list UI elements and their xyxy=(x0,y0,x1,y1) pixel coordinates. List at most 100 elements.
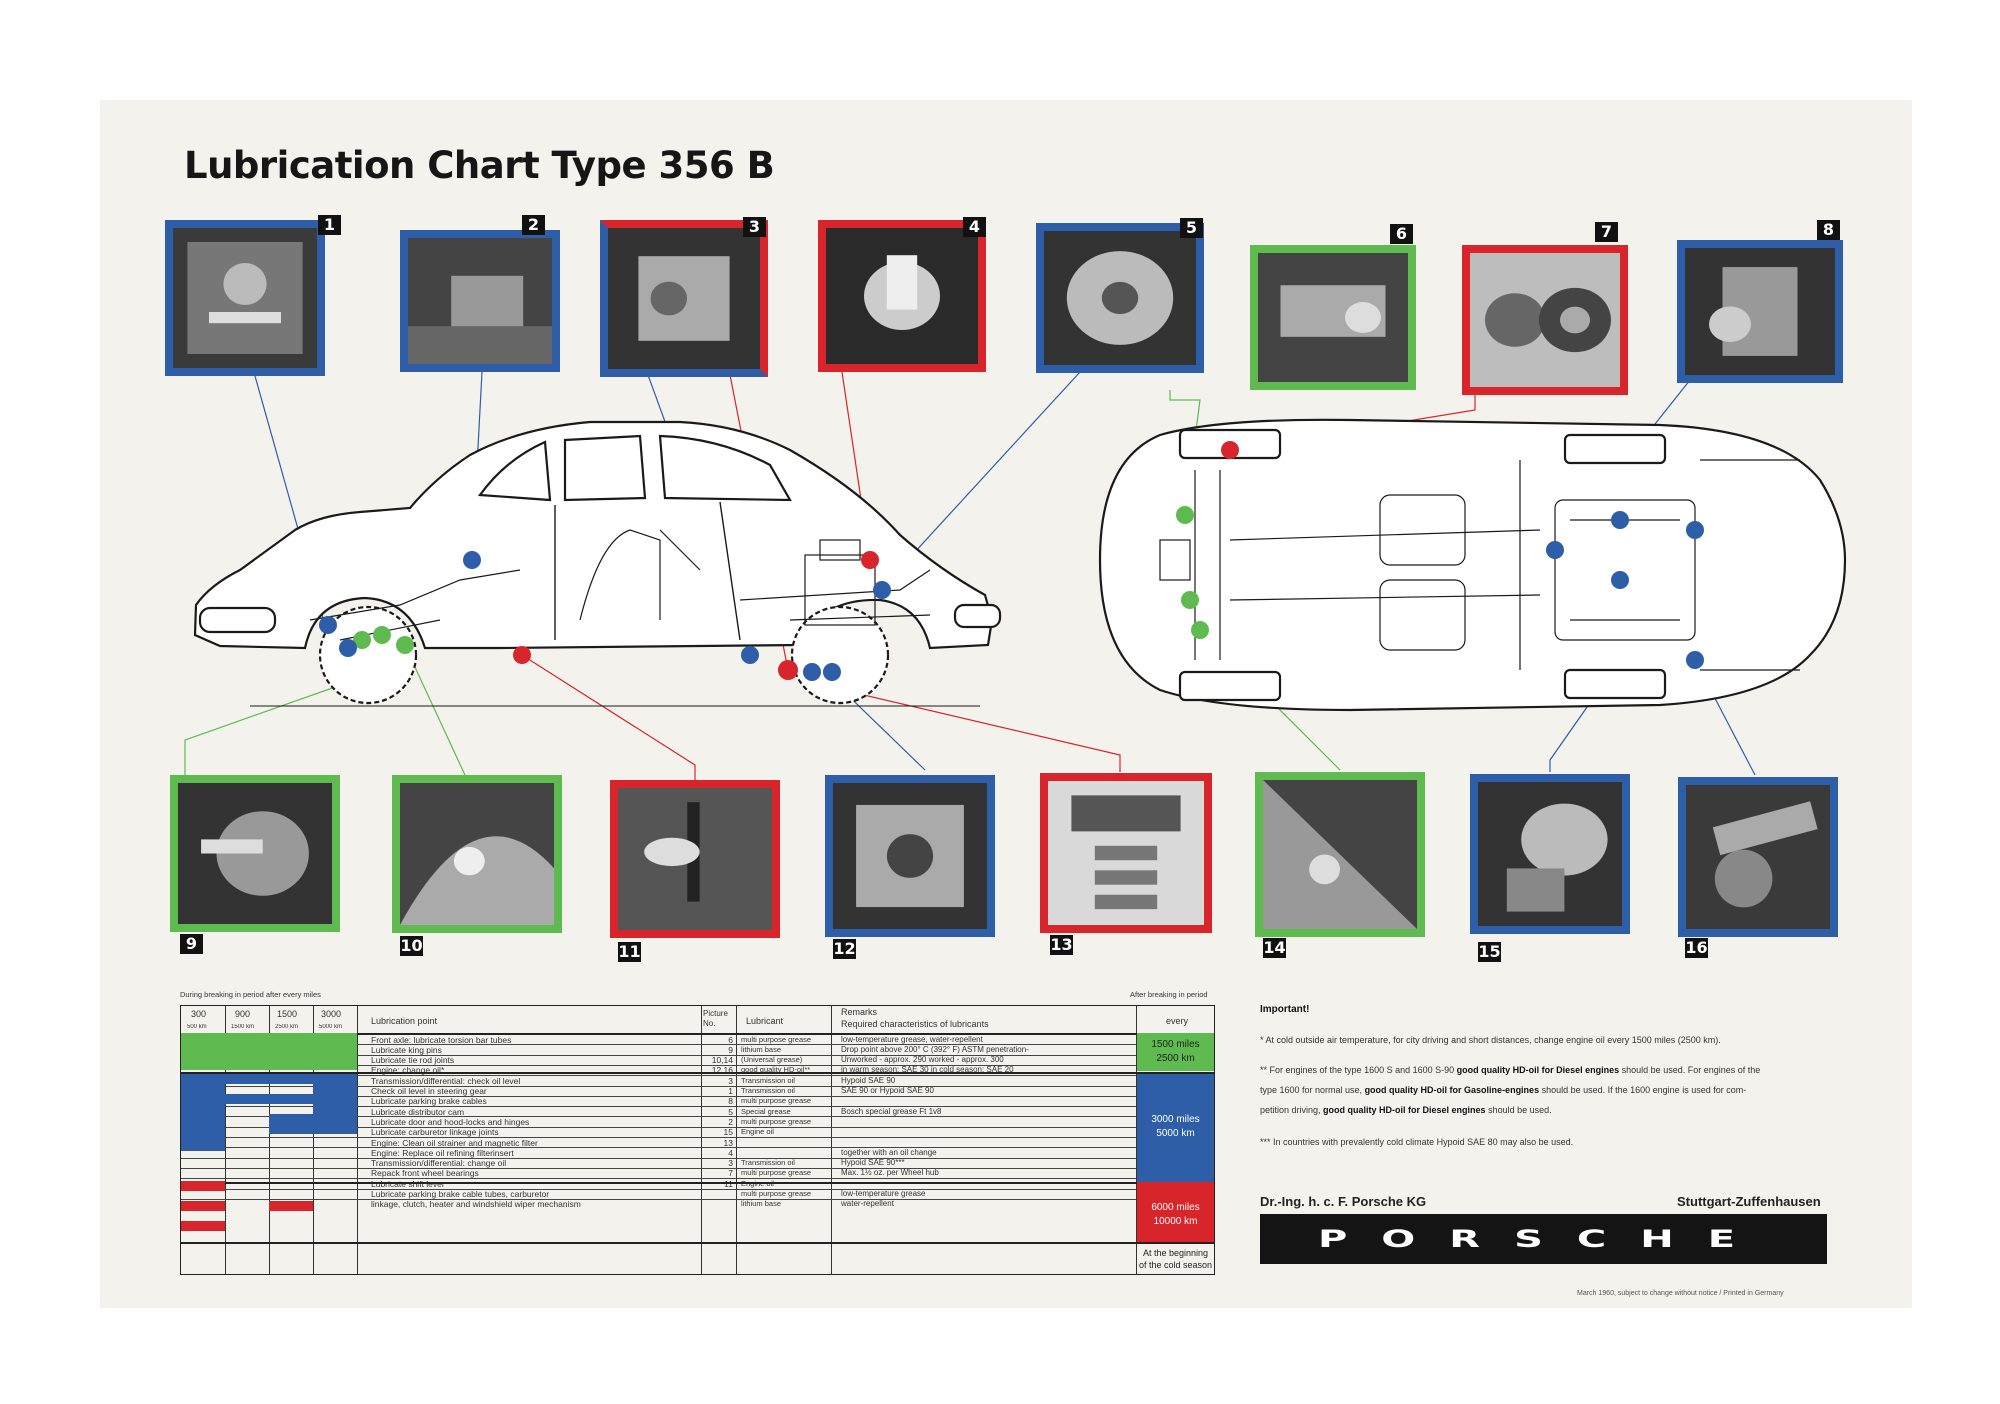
table-cell: Repack front wheel bearings xyxy=(371,1168,479,1179)
table-cell: 3 xyxy=(728,1075,733,1086)
table-cell: Transmission oil xyxy=(741,1086,795,1095)
interval-green-miles: 1500 miles xyxy=(1151,1039,1200,1050)
car-top-rear-left-wheel xyxy=(1563,433,1667,465)
photo-number: 16 xyxy=(1685,938,1708,958)
car-top-outline xyxy=(1098,418,1847,712)
red-block xyxy=(181,1181,225,1191)
table-cell: multi purpose grease xyxy=(741,1168,812,1178)
table-cell: SAE 90 or Hypoid SAE 90 xyxy=(841,1086,934,1095)
lube-dot xyxy=(1686,521,1704,539)
table-row-line xyxy=(181,1137,1136,1138)
table-cell: (Universal grease) xyxy=(741,1055,803,1065)
table-cell: low-temperature grease xyxy=(841,1189,926,1198)
lubrication-table: 300 900 1500 3000 500 km 1500 km 2500 km… xyxy=(180,1005,1215,1275)
table-cell: multi purpose grease xyxy=(741,1096,812,1106)
table-cell: Transmission/differential: change oil xyxy=(371,1158,507,1169)
lube-dot xyxy=(463,551,481,569)
photo-1 xyxy=(165,220,325,376)
car-window-front xyxy=(477,440,552,502)
table-section-line xyxy=(181,1182,1214,1184)
table-cell: 7 xyxy=(728,1168,733,1179)
leader-11 xyxy=(521,654,696,780)
table-cell: good quality HD-oil** xyxy=(741,1065,811,1075)
table-cell: 1 xyxy=(728,1086,733,1096)
lube-dot xyxy=(1191,621,1209,639)
blue-block xyxy=(269,1114,357,1134)
lube-dot xyxy=(778,660,798,680)
header-remarks: Remarks xyxy=(841,1007,878,1017)
table-cell: 10,14 xyxy=(711,1055,733,1066)
red-block xyxy=(269,1201,313,1211)
lube-dot xyxy=(873,581,891,599)
car-front-bumper xyxy=(198,606,277,634)
leader-9 xyxy=(184,679,356,775)
car-rear-wheel xyxy=(790,605,890,705)
lube-dot xyxy=(339,639,357,657)
lube-dot xyxy=(513,646,531,664)
table-cell: multi purpose grease xyxy=(741,1034,812,1044)
table-cell: Lubricate distributor cam xyxy=(371,1106,465,1117)
table-cell: 5 xyxy=(728,1106,733,1117)
blue-block xyxy=(225,1094,357,1104)
lube-dot xyxy=(1181,591,1199,609)
photo-number: 13 xyxy=(1050,935,1073,955)
table-cell: Lubricate shift lever xyxy=(371,1178,445,1189)
interval-blue-km: 5000 km xyxy=(1156,1128,1195,1139)
photo-16 xyxy=(1678,777,1838,937)
note-3: *** In countries with prevalently cold c… xyxy=(1260,1137,1574,1147)
interval-last-1: At the beginning xyxy=(1142,1248,1209,1258)
table-row-line xyxy=(181,1044,1136,1046)
maker-name: Dr.-Ing. h. c. F. Porsche KG xyxy=(1260,1194,1427,1209)
table-row-line xyxy=(181,1167,1136,1169)
lube-dot xyxy=(1611,511,1629,529)
photo-number: 6 xyxy=(1390,224,1413,244)
miles-3000: 3000 xyxy=(321,1009,342,1019)
table-cell: Unworked - approx. 290 worked - approx. … xyxy=(841,1055,1004,1065)
interval-blue-miles: 3000 miles xyxy=(1151,1114,1200,1125)
header-lubricant: Lubricant xyxy=(746,1016,784,1026)
poster-title: Lubrication Chart Type 356 B xyxy=(184,144,775,187)
photo-number: 7 xyxy=(1595,222,1618,242)
car-front-wheel xyxy=(318,605,418,705)
lube-dot xyxy=(319,616,337,634)
table-cell: multi purpose grease xyxy=(741,1189,812,1198)
table-cell: 9 xyxy=(728,1044,733,1055)
car-window-rear xyxy=(658,434,792,502)
table-cell: Max. 1½ oz. per Wheel hub xyxy=(841,1168,939,1178)
table-cell: 3 xyxy=(728,1158,733,1169)
photo-8 xyxy=(1677,240,1843,383)
notes-heading: Important! xyxy=(1260,1004,1310,1015)
table-cell: linkage, clutch, heater and windshield w… xyxy=(371,1199,581,1210)
note-1: * At cold outside air temperature, for c… xyxy=(1260,1035,1721,1045)
table-cell: Lubricate king pins xyxy=(371,1044,442,1055)
car-rear-bumper xyxy=(953,603,1002,629)
table-row-line xyxy=(181,1188,1136,1190)
lube-dot xyxy=(1611,571,1629,589)
table-row-line xyxy=(181,1116,1136,1118)
photo-number: 11 xyxy=(618,942,641,962)
leader-13 xyxy=(799,679,1121,772)
table-cell: lithium base xyxy=(741,1199,782,1209)
table-cell: Bosch special grease Ft 1v8 xyxy=(841,1106,942,1116)
photo-number: 2 xyxy=(522,215,545,235)
table-cell: Check oil level in steering gear xyxy=(371,1086,487,1096)
photo-4 xyxy=(818,220,986,372)
table-row-line xyxy=(181,1034,1136,1035)
lube-dot xyxy=(803,663,821,681)
table-cell: Lubricate door and hood-locks and hinges xyxy=(371,1116,530,1127)
car-side-view xyxy=(193,420,1002,707)
miles-300: 300 xyxy=(191,1009,207,1019)
table-cell: in warm season: SAE 30 in cold season: S… xyxy=(841,1065,1014,1075)
table-cell: 2 xyxy=(728,1116,733,1127)
table-row-line xyxy=(181,1147,1136,1149)
table-cell: Lubricate parking brake cables xyxy=(371,1096,487,1107)
car-window-side xyxy=(563,434,647,502)
table-row-line xyxy=(181,1054,1136,1056)
table-cell: Front axle: lubricate torsion bar tubes xyxy=(371,1034,512,1045)
footer-note: March 1960, subject to change without no… xyxy=(1577,1290,1784,1297)
interval-green-km: 2500 km xyxy=(1156,1053,1195,1064)
table-section-line xyxy=(181,1033,1214,1035)
table-cell: 13 xyxy=(723,1137,733,1148)
interval-red-miles: 6000 miles xyxy=(1151,1202,1200,1213)
table-cell: 8 xyxy=(728,1096,733,1107)
